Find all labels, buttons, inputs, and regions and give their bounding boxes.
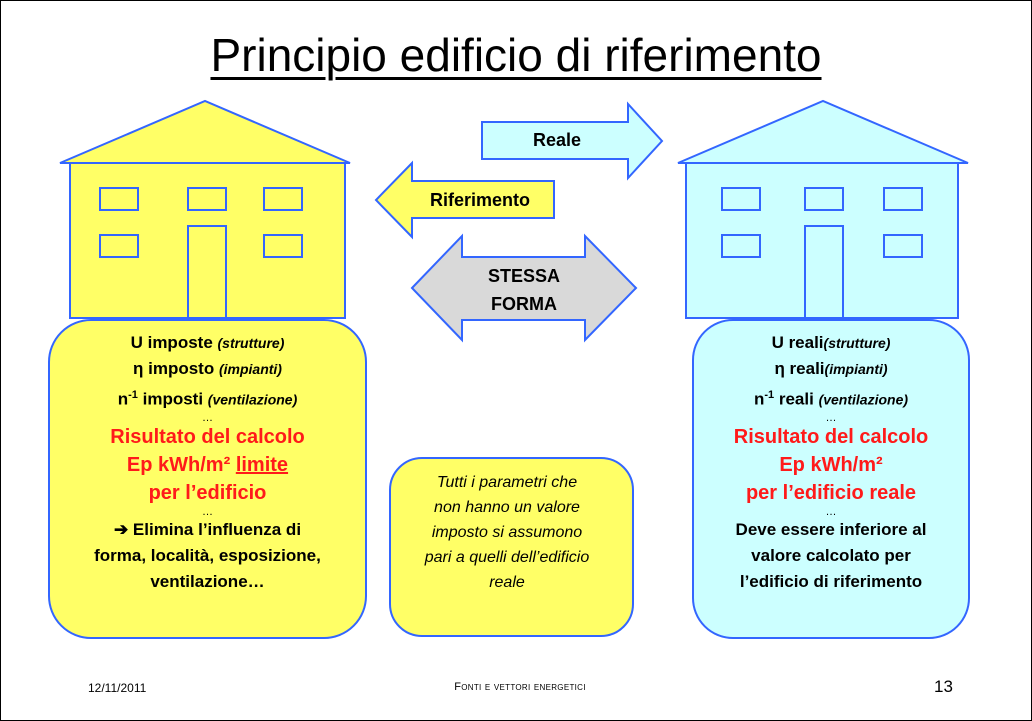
forma-label: FORMA: [491, 294, 557, 314]
reference-house: [59, 99, 351, 319]
n-imposti-text: imposti: [137, 389, 208, 409]
n-reali-text: reali: [774, 389, 819, 409]
real-house-window: [804, 187, 844, 211]
result-limit-word: limite: [235, 453, 289, 476]
stessa-label: STESSA: [487, 266, 561, 286]
reference-house-roof: [59, 99, 351, 164]
conclusion-line: ventilazione…: [150, 571, 265, 591]
stessa-forma-arrow: [410, 233, 638, 343]
u-imposte-line: U imposte (strutture): [52, 330, 363, 356]
result-heading: Risultato del calcolo: [110, 425, 305, 448]
real-house-roof: [677, 99, 969, 164]
reference-house-window: [263, 187, 303, 211]
real-house-window: [721, 187, 761, 211]
riferimento-arrow-label: Riferimento: [429, 190, 530, 210]
eta-reali-note: (impianti): [824, 361, 888, 377]
conclusion-line: valore calcolato per: [751, 545, 911, 565]
result-value-text: Ep kWh/m²: [126, 453, 236, 476]
eta-imposto-note: (impianti): [218, 361, 282, 377]
n-reali-note: (ventilazione): [818, 391, 909, 408]
note-line: imposto si assumono: [431, 524, 583, 541]
slide-title: Principio edificio di riferimento: [210, 29, 822, 81]
result-subject: per l’edificio reale: [745, 481, 917, 504]
n-imposti-note: (ventilazione): [207, 391, 298, 408]
n-exponent: -1: [128, 389, 138, 401]
u-imposte-text: U imposte: [130, 333, 218, 352]
n-symbol: n: [753, 389, 765, 409]
eta-imposto-line: η imposto (impianti): [52, 356, 363, 382]
riferimento-arrow: [374, 160, 555, 240]
real-info-text: U reali(strutture) η reali(impianti) n-1…: [695, 330, 967, 595]
note-line: reale: [489, 574, 525, 591]
reference-house-window: [187, 187, 227, 211]
n-reali-line: n-1 reali (ventilazione): [695, 382, 967, 413]
real-house-window: [883, 234, 923, 258]
reference-house-window: [99, 187, 139, 211]
u-reali-line: U reali(strutture): [695, 330, 967, 356]
reference-info-text: U imposte (strutture) η imposto (impiant…: [52, 330, 363, 595]
n-symbol: n: [117, 389, 129, 409]
real-house-window: [721, 234, 761, 258]
result-value-line: Ep kWh/m² limite: [52, 451, 363, 479]
result-subject: per l’edificio: [148, 481, 267, 504]
footer-date: 12/11/2011: [88, 681, 147, 695]
result-value-text: Ep kWh/m²: [779, 453, 883, 476]
eta-reali-text: η reali: [774, 359, 825, 378]
reference-house-window: [263, 234, 303, 258]
ellipsis: …: [825, 411, 837, 424]
note-text: Tutti i parametri che non hanno un valor…: [397, 470, 617, 595]
reference-house-window: [99, 234, 139, 258]
conclusion-line: ➔ Elimina l’influenza di: [113, 519, 302, 539]
conclusion-line: forma, località, esposizione,: [94, 545, 321, 565]
footer-title: Fonti e vettori energetici: [454, 681, 586, 693]
real-house-window: [883, 187, 923, 211]
ellipsis: …: [825, 505, 837, 518]
n-exponent: -1: [764, 389, 775, 401]
result-heading: Risultato del calcolo: [733, 425, 929, 448]
note-line: non hanno un valore: [434, 499, 580, 516]
ellipsis: …: [202, 505, 213, 518]
note-box: [389, 457, 634, 637]
u-reali-note: (strutture): [823, 335, 891, 351]
eta-imposto-text: η imposto: [133, 359, 219, 378]
u-reali-text: U reali: [771, 333, 824, 352]
note-line: pari a quelli dell’edificio: [424, 549, 590, 566]
reference-house-body: [69, 162, 346, 319]
real-house-door: [804, 225, 844, 319]
reference-info-box: [48, 319, 367, 639]
conclusion-line: Deve essere inferiore al: [735, 519, 927, 539]
stessa-forma-label: STESSA FORMA: [474, 262, 574, 318]
real-house-body: [685, 162, 959, 319]
conclusion-line: l’edificio di riferimento: [739, 571, 923, 591]
page-number: 13: [934, 677, 953, 696]
reference-house-door: [187, 225, 227, 319]
u-imposte-note: (strutture): [217, 335, 285, 351]
real-house: [677, 99, 969, 319]
reale-arrow-label: Reale: [532, 130, 582, 150]
reale-arrow: [481, 101, 664, 181]
ellipsis: …: [202, 411, 213, 424]
n-imposti-line: n-1 imposti (ventilazione): [52, 382, 363, 413]
eta-reali-line: η reali(impianti): [695, 356, 967, 382]
note-line: Tutti i parametri che: [436, 474, 578, 491]
real-info-box: [692, 319, 970, 639]
